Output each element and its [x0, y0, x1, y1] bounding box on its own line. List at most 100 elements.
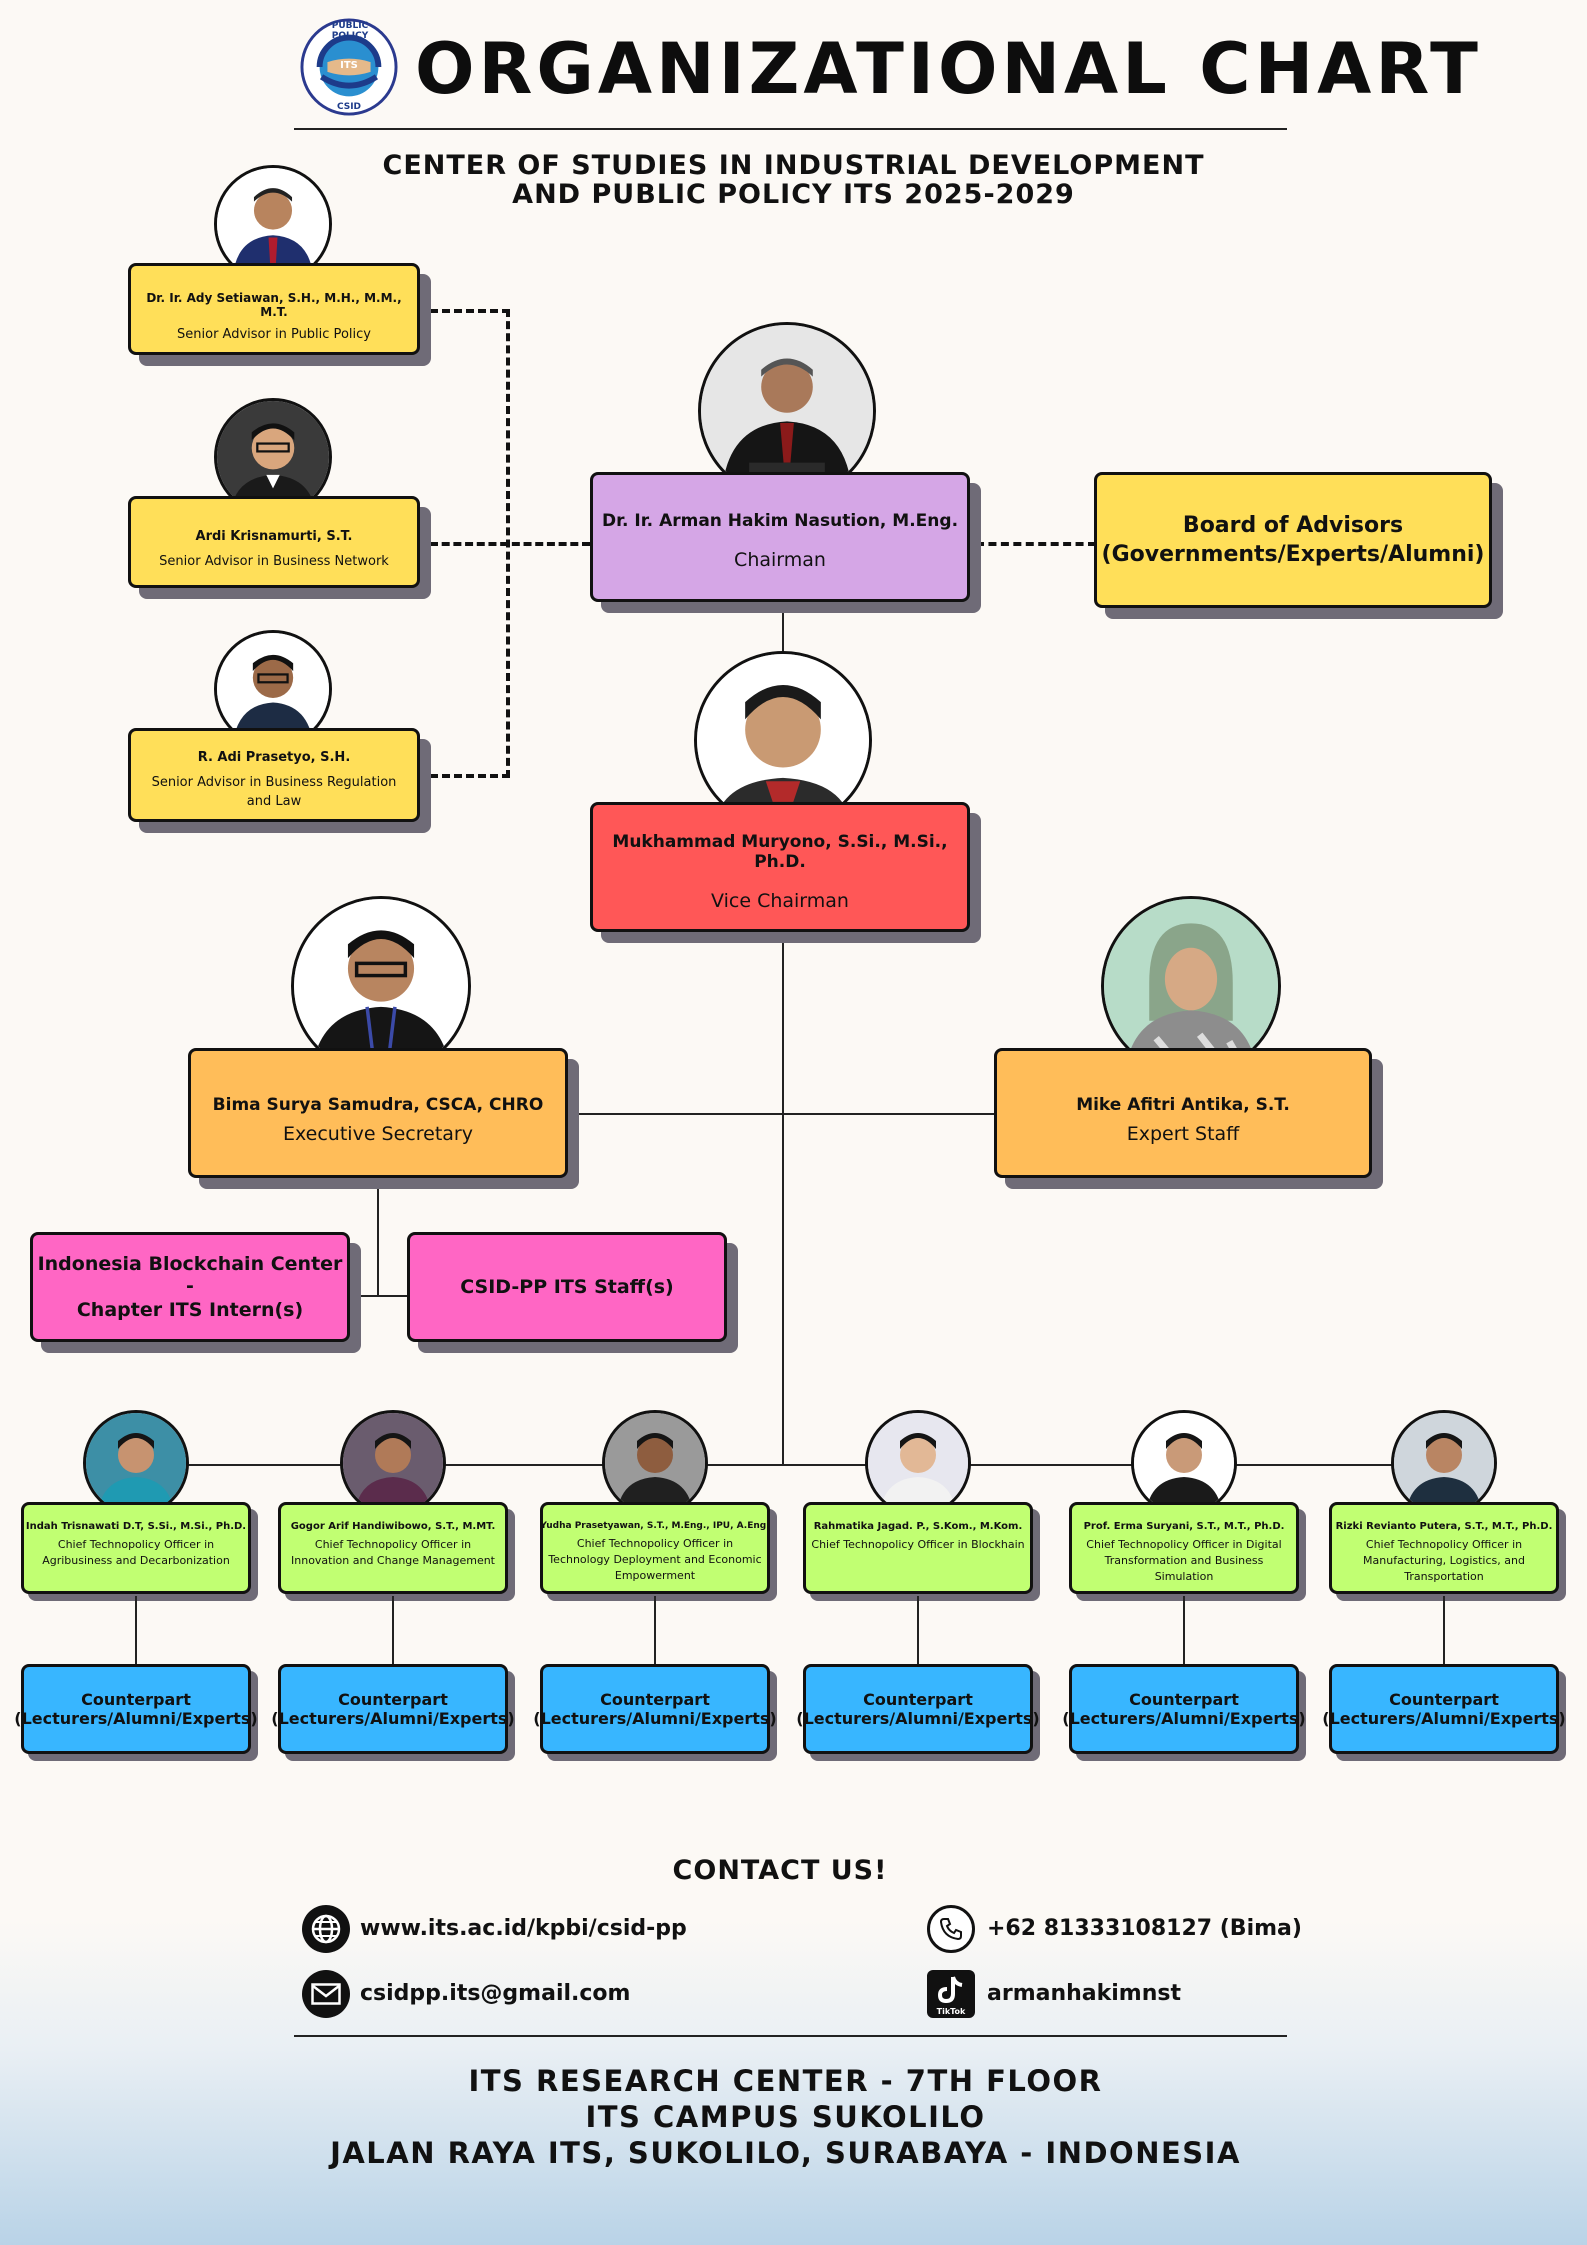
csid-logo: PUBLIC POLICY ITS CSID: [300, 18, 398, 116]
cto-counterpart-link-3: [654, 1596, 656, 1666]
vice-chairman-photo: [694, 651, 872, 829]
secretary-expert-link: [570, 1113, 996, 1115]
counterpart-line2: (Lecturers/Alumni/Experts): [796, 1709, 1040, 1728]
cto-role-2: Chief Technopolicy Officer in Innovation…: [291, 1538, 495, 1567]
footer-divider: [294, 2035, 1287, 2037]
cto-photo-2: [340, 1410, 446, 1516]
cto-photo-4: [865, 1410, 971, 1516]
vice-chairman-role: Vice Chairman: [711, 890, 849, 912]
tiktok-icon: TikTok: [927, 1970, 975, 2018]
contact-heading: CONTACT US!: [672, 1855, 888, 1886]
header-divider: [294, 128, 1287, 130]
address-line2: ITS CAMPUS SUKOLILO: [585, 2100, 986, 2134]
phone-icon: [927, 1905, 975, 1953]
vice-chairman-name: Mukhammad Muryono, S.Si., M.Si., Ph.D.: [612, 832, 948, 872]
cto-counterpart-link-1: [135, 1596, 137, 1666]
cto-card-4: Rahmatika Jagad. P., S.Kom., M.Kom.Chief…: [803, 1502, 1033, 1594]
counterpart-line1: Counterpart: [338, 1690, 448, 1709]
cto-counterpart-link-2: [392, 1596, 394, 1666]
advisor2-role: Senior Advisor in Business Network: [159, 554, 389, 569]
expert-staff-card: Mike Afitri Antika, S.T. Expert Staff: [994, 1048, 1372, 1178]
counterpart-line1: Counterpart: [863, 1690, 973, 1709]
advisor3-role: Senior Advisor in Business Regulation an…: [151, 774, 397, 809]
cto-card-1: Indah Trisnawati D.T, S.Si., M.Si., Ph.D…: [21, 1502, 251, 1594]
exec-secretary-name: Bima Surya Samudra, CSCA, CHRO: [212, 1095, 544, 1115]
board-line2: (Governments/Experts/Alumni): [1101, 542, 1485, 567]
counterpart-line1: Counterpart: [1389, 1690, 1499, 1709]
globe-icon: [302, 1905, 350, 1953]
cto-counterpart-link-4: [917, 1596, 919, 1666]
chairman-card: Dr. Ir. Arman Hakim Nasution, M.Eng. Cha…: [590, 472, 970, 602]
csid-staff-card: CSID-PP ITS Staff(s): [407, 1232, 727, 1342]
cto-name-5: Prof. Erma Suryani, S.T., M.T., Ph.D.: [1083, 1521, 1285, 1532]
website-link[interactable]: www.its.ac.id/kpbi/csid-pp: [360, 1916, 687, 1941]
cto-role-4: Chief Technopolicy Officer in Blockhain: [811, 1538, 1025, 1551]
advisor1-card: Dr. Ir. Ady Setiawan, S.H., M.H., M.M., …: [128, 263, 420, 355]
tiktok-badge-label: TikTok: [936, 2007, 966, 2016]
chairman-name: Dr. Ir. Arman Hakim Nasution, M.Eng.: [601, 511, 959, 531]
secretary-down-link: [377, 1188, 379, 1296]
counterpart-card-1: Counterpart(Lecturers/Alumni/Experts): [14, 1664, 258, 1754]
address-line3: JALAN RAYA ITS, SUKOLILO, SURABAYA - IND…: [330, 2136, 1241, 2170]
email-address[interactable]: csidpp.its@gmail.com: [360, 1981, 631, 2006]
chairman-vice-link: [782, 610, 784, 660]
counterpart-card-3: Counterpart(Lecturers/Alumni/Experts): [533, 1664, 777, 1754]
cto-counterpart-link-5: [1183, 1596, 1185, 1666]
counterpart-line1: Counterpart: [81, 1690, 191, 1709]
vice-chairman-card: Mukhammad Muryono, S.Si., M.Si., Ph.D. V…: [590, 802, 970, 932]
staff-label: CSID-PP ITS Staff(s): [460, 1276, 674, 1298]
cto-card-2: Gogor Arif Handiwibowo, S.T., M.MT. Chief…: [278, 1502, 508, 1594]
exec-secretary-card: Bima Surya Samudra, CSCA, CHRO Executive…: [188, 1048, 568, 1178]
counterpart-card-5: Counterpart(Lecturers/Alumni/Experts): [1062, 1664, 1306, 1754]
advisor3-card: R. Adi Prasetyo, S.H. Senior Advisor in …: [128, 728, 420, 822]
expert-staff-role: Expert Staff: [1126, 1123, 1240, 1145]
cto-photo-3: [602, 1410, 708, 1516]
vice-main-spine: [782, 930, 784, 1466]
cto-card-5: Prof. Erma Suryani, S.T., M.T., Ph.D. Chi…: [1069, 1502, 1299, 1594]
chairman-role: Chairman: [734, 549, 826, 571]
cto-role-6: Chief Technopolicy Officer in Manufactur…: [1363, 1538, 1525, 1583]
blockchain-interns-card: Indonesia Blockchain Center - Chapter IT…: [30, 1232, 350, 1342]
counterpart-line2: (Lecturers/Alumni/Experts): [271, 1709, 515, 1728]
tiktok-handle[interactable]: armanhakimnst: [987, 1981, 1182, 2006]
cto-name-1: Indah Trisnawati D.T, S.Si., M.Si., Ph.D…: [25, 1521, 247, 1532]
counterpart-card-6: Counterpart(Lecturers/Alumni/Experts): [1322, 1664, 1566, 1754]
page-title: ORGANIZATIONAL CHART: [415, 28, 1482, 110]
counterpart-line1: Counterpart: [1129, 1690, 1239, 1709]
board-of-advisors-card: Board of Advisors (Governments/Experts/A…: [1094, 472, 1492, 608]
board-dashed-link: [976, 542, 1096, 546]
logo-center-text: ITS: [340, 60, 358, 71]
cto-role-5: Chief Technopolicy Officer in Digital Tr…: [1086, 1538, 1282, 1583]
counterpart-card-2: Counterpart(Lecturers/Alumni/Experts): [271, 1664, 515, 1754]
counterpart-line2: (Lecturers/Alumni/Experts): [1062, 1709, 1306, 1728]
expert-staff-name: Mike Afitri Antika, S.T.: [1076, 1095, 1290, 1115]
email-icon: [302, 1970, 350, 2018]
advisor2-name: Ardi Krisnamurti, S.T.: [195, 529, 353, 544]
cto-photo-5: [1131, 1410, 1237, 1516]
counterpart-card-4: Counterpart(Lecturers/Alumni/Experts): [796, 1664, 1040, 1754]
cto-counterpart-link-6: [1443, 1596, 1445, 1666]
cto-photo-6: [1391, 1410, 1497, 1516]
advisor1-name: Dr. Ir. Ady Setiawan, S.H., M.H., M.M., …: [146, 290, 402, 319]
cto-horizontal-bus: [136, 1464, 1444, 1466]
cto-name-6: Rizki Revianto Putera, S.T., M.T., Ph.D.: [1335, 1521, 1553, 1532]
exec-secretary-role: Executive Secretary: [283, 1123, 473, 1145]
counterpart-line2: (Lecturers/Alumni/Experts): [1322, 1709, 1566, 1728]
cto-card-3: Yudha Prasetyawan, S.T., M.Eng., IPU, A.…: [540, 1502, 770, 1594]
intern-staff-link: [348, 1295, 408, 1297]
interns-line2: Chapter ITS Intern(s): [76, 1299, 304, 1321]
advisor3-name: R. Adi Prasetyo, S.H.: [197, 749, 351, 765]
cto-role-3: Chief Technopolicy Officer in Technology…: [548, 1537, 762, 1582]
logo-bottom-text: CSID: [336, 102, 362, 112]
advisor1-dashed-link: [430, 309, 510, 313]
advisor3-dashed-link: [430, 774, 510, 778]
cto-name-2: Gogor Arif Handiwibowo, S.T., M.MT.: [290, 1521, 496, 1532]
cto-photo-1: [83, 1410, 189, 1516]
phone-number[interactable]: +62 81333108127 (Bima): [987, 1916, 1302, 1941]
interns-line1: Indonesia Blockchain Center -: [37, 1253, 343, 1297]
exec-secretary-photo: [291, 896, 471, 1076]
address-line1: ITS RESEARCH CENTER - 7TH FLOOR: [468, 2064, 1103, 2098]
cto-role-1: Chief Technopolicy Officer in Agribusine…: [42, 1538, 230, 1567]
logo-top-text: PUBLIC POLICY: [331, 21, 369, 41]
counterpart-line1: Counterpart: [600, 1690, 710, 1709]
